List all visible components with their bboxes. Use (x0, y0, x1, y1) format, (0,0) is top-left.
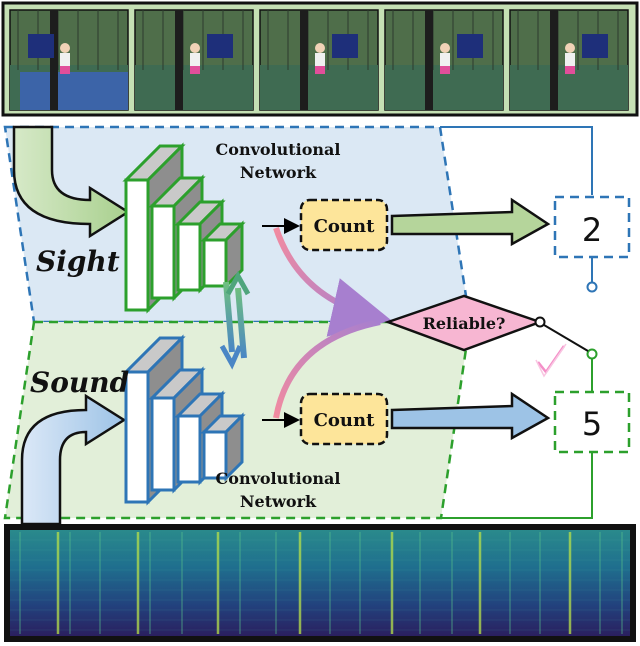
player-head (190, 43, 200, 53)
player-head (315, 43, 325, 53)
cnn-layer-front (176, 414, 202, 484)
player-skirt (315, 66, 325, 74)
sound-label: Sound (30, 366, 129, 399)
sound-cnn (122, 334, 246, 506)
video-frame-1 (9, 9, 129, 111)
court-blue-area (20, 72, 128, 110)
sight-count-box (299, 198, 389, 252)
sight-result-connector (440, 126, 593, 195)
fence-post (300, 10, 308, 110)
player-body (60, 53, 70, 71)
player-body (190, 53, 200, 71)
sight-count-label: Count (314, 216, 376, 237)
sight-cnn (122, 142, 246, 314)
sight-switch-node (586, 281, 598, 293)
cnn-layer-front (124, 370, 150, 504)
video-frame-strip (1, 1, 639, 117)
banner (207, 34, 233, 58)
audio-spectrogram (4, 524, 636, 642)
cnn-layer-front (124, 178, 150, 312)
switch-lever (543, 324, 589, 352)
sound-result-box (553, 390, 631, 454)
sound-input-arrow (20, 393, 127, 526)
banner (457, 34, 483, 58)
sound-to-reliable-arrow (273, 319, 381, 419)
player-skirt (440, 66, 450, 74)
spectrogram-image (10, 530, 630, 636)
player-skirt (190, 66, 200, 74)
sight-network-label-line2: Network (240, 163, 317, 182)
cross-modal-arrow-up (235, 287, 247, 359)
sound-network-label-line1: Convolutional (216, 469, 341, 488)
player-skirt (60, 66, 70, 74)
sight-label: Sight (36, 245, 120, 278)
cnn-layer-front (176, 222, 202, 292)
reliable-decision-label: Reliable? (423, 314, 506, 333)
sight-result-box (553, 195, 631, 259)
banner (332, 34, 358, 58)
cross-modal-arrowhead-up (225, 270, 251, 296)
cnn-layer-front (202, 430, 228, 480)
sight-result-value: 2 (582, 211, 602, 249)
sound-result-connector (441, 452, 593, 519)
sound-count-box (299, 392, 389, 446)
player-head (440, 43, 450, 53)
player-skirt (565, 66, 575, 74)
video-frame-2 (134, 9, 254, 111)
video-frame-5 (509, 9, 629, 111)
check-icon (537, 345, 566, 375)
cnn-layer-front (202, 238, 228, 288)
check-icon-shadow (535, 343, 567, 378)
player-head (60, 43, 70, 53)
cross-modal-arrow-down (223, 281, 235, 353)
player-head (565, 43, 575, 53)
video-frame-4 (384, 9, 504, 111)
sight-input-arrow (12, 125, 131, 239)
sight-network-label-line1: Convolutional (216, 140, 341, 159)
switch-pivot-node (534, 316, 546, 328)
sight-output-arrow (390, 197, 551, 247)
fence-post (550, 10, 558, 110)
fence-post (425, 10, 433, 110)
player-body (440, 53, 450, 71)
cross-modal-arrowhead-down (219, 344, 243, 370)
player-body (315, 53, 325, 71)
sound-result-value: 5 (582, 405, 602, 443)
banner (582, 34, 608, 58)
banner (28, 34, 54, 58)
sound-output-arrow (390, 391, 551, 441)
sound-count-label: Count (314, 410, 376, 431)
sound-network-label-line2: Network (240, 492, 317, 511)
cnn-layer-front (150, 204, 176, 300)
sight-to-reliable-arrow (273, 227, 392, 337)
video-frame-3 (259, 9, 379, 111)
cnn-layer-front (150, 396, 176, 492)
fence-post (175, 10, 183, 110)
fence-post (50, 10, 58, 110)
sound-switch-node (586, 348, 598, 360)
player-body (565, 53, 575, 71)
